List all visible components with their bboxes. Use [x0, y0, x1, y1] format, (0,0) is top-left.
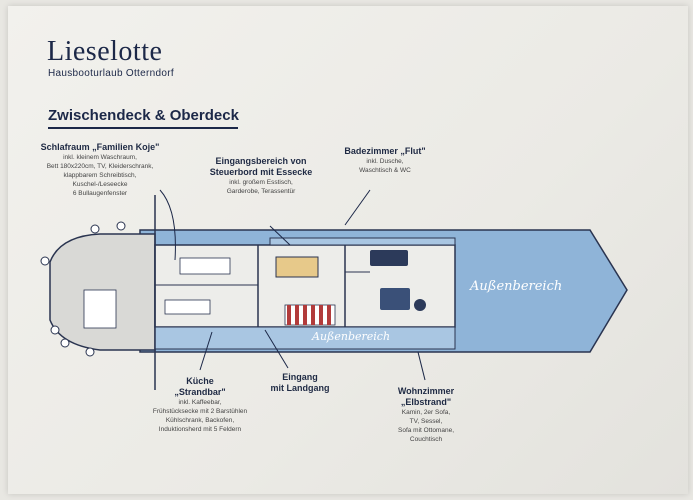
sofa — [370, 250, 408, 266]
deck-label-right: Außenbereich — [470, 279, 563, 294]
wohnzimmer-detail-1: Kamin, 2er Sofa, — [401, 409, 451, 416]
wohnzimmer-title-2: „Elbstrand" — [400, 397, 452, 407]
entrance-stripes — [284, 304, 336, 326]
schlafraum-detail-2: Bett 180x220cm, TV, Kleiderschrank, — [46, 163, 154, 170]
eingang-landgang-title-1: Eingang — [282, 372, 318, 382]
schlafraum-detail-3: klappbarem Schreibtisch, — [63, 172, 137, 179]
wohnzimmer-detail-4: Couchtisch — [409, 436, 443, 443]
kueche-detail-4: Induktionsherd mit 5 Feldern — [158, 426, 242, 433]
bottom-walkway — [154, 326, 456, 350]
eingang-landgang-title-2: mit Landgang — [270, 383, 330, 393]
badezimmer-detail-2: Waschtisch & WC — [359, 167, 411, 174]
badezimmer-detail-1: inkl. Dusche, — [366, 158, 404, 165]
label-kueche: Küche „Strandbar" inkl. Kaffeebar, Frühs… — [130, 376, 270, 434]
kueche-detail-1: inkl. Kaffeebar, — [178, 399, 222, 406]
portholes — [40, 221, 126, 357]
deck-label-bottom: Außenbereich — [312, 330, 391, 343]
brand-subtitle: Hausbooturlaub Otterndorf — [48, 68, 174, 79]
coffee-table — [380, 288, 410, 310]
stern-bed — [83, 289, 117, 329]
schlafraum-title: Schlafraum „Familien Koje" — [40, 142, 160, 152]
kueche-detail-2: Frühstücksecke mit 2 Barstühlen — [152, 408, 248, 415]
brand-title: Lieselotte — [47, 36, 163, 67]
label-wohnzimmer: Wohnzimmer „Elbstrand" Kamin, 2er Sofa, … — [376, 386, 476, 444]
kitchen-counter — [179, 257, 231, 275]
label-eingang-landgang: Eingang mit Landgang — [250, 372, 350, 394]
eingang-steuerbord-detail-1: inkl. großem Esstisch, — [229, 179, 293, 186]
section-title: Zwischendeck & Oberdeck — [48, 107, 239, 124]
label-schlafraum: Schlafraum „Familien Koje" inkl. kleinem… — [20, 142, 180, 198]
eingang-steuerbord-title-1: Eingangsbereich von — [215, 156, 307, 166]
badezimmer-title: Badezimmer „Flut" — [344, 146, 426, 156]
eingang-steuerbord-detail-2: Garderobe, Terassentür — [226, 188, 296, 195]
schlafraum-detail-5: 6 Bullaugenfenster — [72, 190, 128, 197]
kueche-title-2: „Strandbar" — [174, 387, 226, 397]
wohnzimmer-title-1: Wohnzimmer — [397, 386, 455, 396]
label-badezimmer: Badezimmer „Flut" inkl. Dusche, Waschtis… — [330, 146, 440, 175]
wohnzimmer-detail-3: Sofa mit Ottomane, — [398, 427, 454, 434]
section-underline — [48, 127, 238, 129]
wohnzimmer-detail-2: TV, Sessel, — [409, 418, 443, 425]
kueche-title-1: Küche — [186, 376, 214, 386]
kueche-detail-3: Kühlschrank, Backofen, — [165, 417, 235, 424]
schlafraum-detail-1: inkl. kleinem Waschraum, — [63, 154, 137, 161]
schlafraum-detail-4: Kuschel-/Leseecke — [72, 181, 128, 188]
top-walkway — [269, 237, 456, 246]
label-eingang-steuerbord: Eingangsbereich von Steuerbord mit Essec… — [196, 156, 326, 196]
armchair — [414, 299, 426, 311]
kitchen-island — [164, 299, 211, 315]
eingang-steuerbord-title-2: Steuerbord mit Essecke — [209, 167, 313, 177]
dining-table — [275, 256, 319, 278]
pointer-arrows — [159, 189, 426, 381]
